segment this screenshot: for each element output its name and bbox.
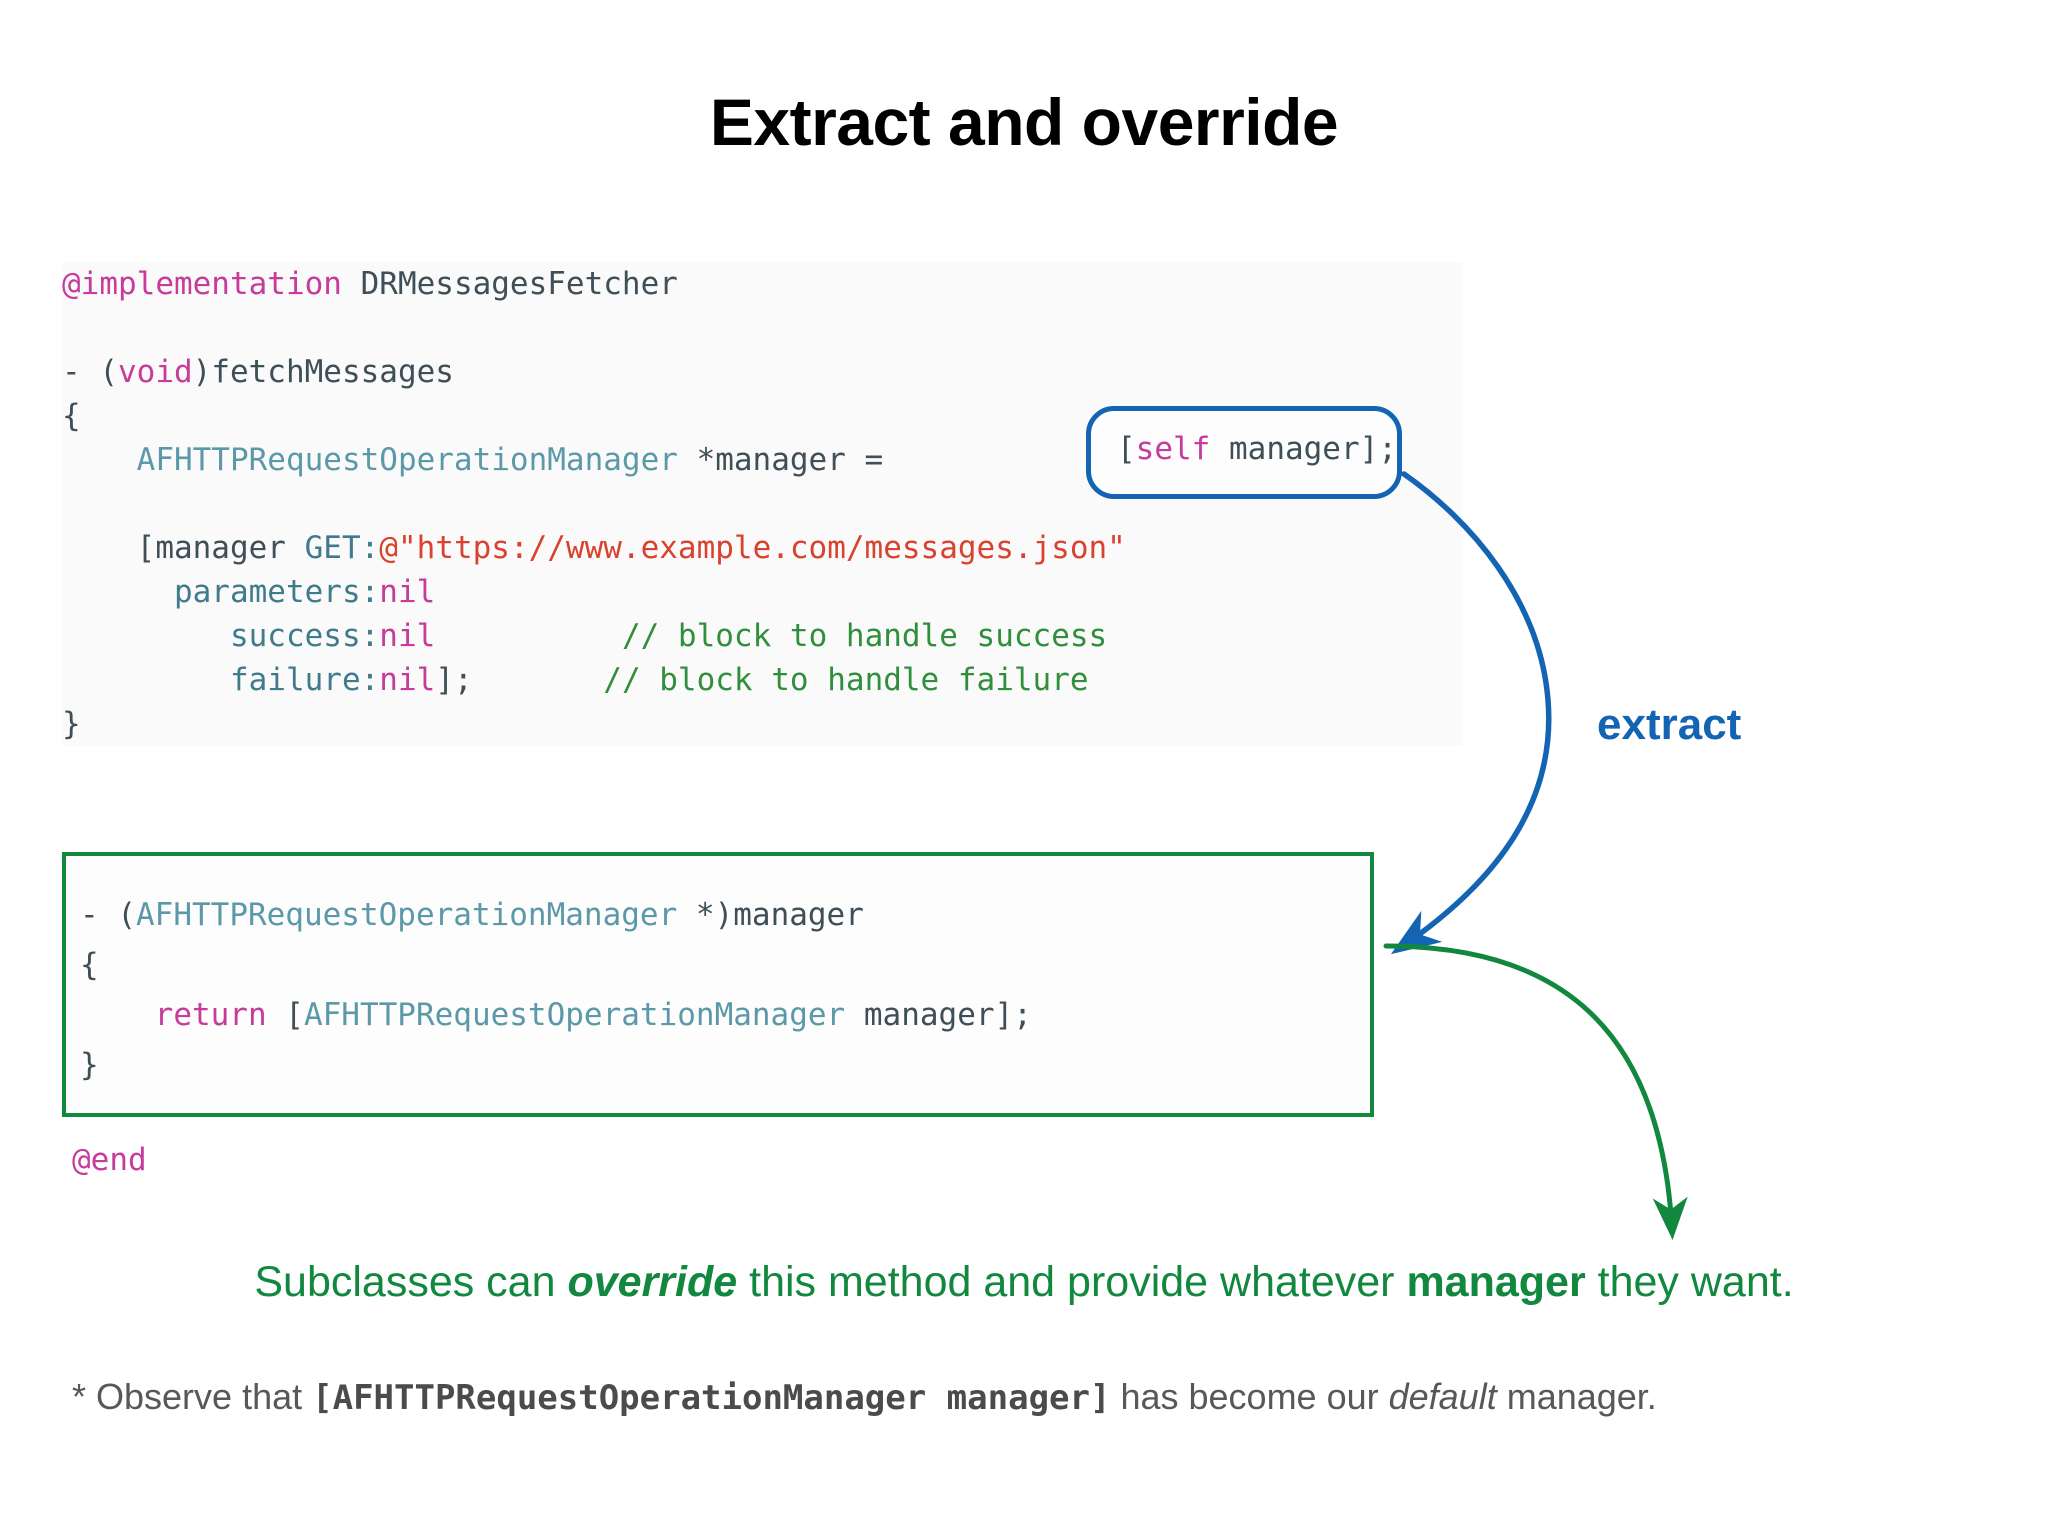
code-top-l2-token-1: void (118, 354, 193, 390)
code-bottom-line-3: } (80, 1040, 1360, 1090)
code-top-l6-token-0: [manager (62, 530, 305, 566)
code-bottom-l0-token-0: - ( (80, 897, 136, 933)
code-bottom-l2-token-2: [ (266, 997, 304, 1033)
blue-highlight-token-2: manager]; (1210, 431, 1397, 467)
code-top-l0-token-1: DRMessagesFetcher (360, 266, 678, 302)
code-top-l9-token-3: ]; (435, 662, 473, 698)
code-top-l2-token-0: - ( (62, 354, 118, 390)
code-top-line-10: } (62, 702, 1462, 746)
self-manager-highlight-box: [self manager]; (1086, 406, 1402, 499)
extract-annotation-label: extract (1597, 700, 1742, 749)
override-arrow-green (1383, 943, 1688, 1240)
code-top-l10-token-0: } (62, 706, 81, 742)
code-top-l8-token-3 (435, 618, 622, 654)
code-top-line-3: { (62, 394, 1462, 438)
page-title: Extract and override (709, 85, 1339, 159)
code-top-line-1 (62, 306, 1462, 350)
code-top-l4-token-1: AFHTTPRequestOperationManager (136, 442, 678, 478)
code-bottom-l2-token-1: return (154, 997, 267, 1033)
code-bottom-l2-token-0 (80, 997, 155, 1033)
caption-part-4: they want. (1585, 1258, 1794, 1306)
code-bottom-l1-token-0: { (80, 947, 99, 983)
code-top-l6-token-1: GET: (304, 530, 380, 566)
code-bottom-l2-token-4: manager]; (845, 997, 1032, 1033)
code-block-bottom: - (AFHTTPRequestOperationManager *)manag… (80, 890, 1360, 1090)
subclasses-caption: Subclasses can override this method and … (0, 1258, 2048, 1307)
code-top-l8-token-1: success: (229, 618, 380, 654)
code-bottom-l2-token-3: AFHTTPRequestOperationManager (303, 997, 846, 1033)
code-top-l8-token-2: nil (379, 618, 436, 654)
code-top-l9-token-1: failure: (229, 662, 380, 698)
footnote-text: * Observe that [AFHTTPRequestOperationMa… (72, 1376, 1657, 1418)
footnote-part-2: has become our (1110, 1376, 1389, 1417)
code-top-l7-token-2: nil (379, 574, 436, 610)
code-top-line-2: - (void)fetchMessages (62, 350, 1462, 394)
code-top-l7-token-0 (62, 574, 174, 610)
code-top-l4-token-2: *manager = (677, 442, 902, 478)
code-top-l8-token-4: // block to handle success (621, 618, 1108, 654)
code-block-top: @implementation DRMessagesFetcher - (void… (62, 262, 1462, 746)
code-bottom-l3-token-0: } (80, 1047, 99, 1083)
code-at-end: @end (72, 1142, 147, 1178)
self-manager-code: [self manager]; (1117, 431, 1397, 467)
code-bottom-l0-token-2: *)manager (677, 897, 864, 933)
code-top-l6-token-2: @"https://www.example.com/messages.json" (379, 530, 1126, 566)
caption-part-2: this method and provide whatever (737, 1258, 1407, 1306)
footnote-part-1: [AFHTTPRequestOperationManager manager] (312, 1378, 1111, 1418)
caption-part-3: manager (1406, 1258, 1586, 1306)
code-bottom-line-2: return [AFHTTPRequestOperationManager ma… (80, 990, 1360, 1040)
footnote-part-3: default (1388, 1376, 1497, 1417)
code-bottom-l0-token-1: AFHTTPRequestOperationManager (136, 897, 678, 933)
code-top-l8-token-0 (62, 618, 230, 654)
code-top-line-4: AFHTTPRequestOperationManager *manager = (62, 438, 1462, 482)
code-top-l7-token-1: parameters: (173, 574, 380, 610)
footnote-part-0: * Observe that (72, 1376, 313, 1417)
caption-part-0: Subclasses can (254, 1258, 568, 1306)
code-top-l3-token-0: { (62, 398, 81, 434)
code-top-line-9: failure:nil]; // block to handle failure (62, 658, 1462, 702)
code-top-l9-token-0 (62, 662, 230, 698)
code-top-l0-token-0: @implementation (62, 266, 361, 302)
caption-part-1: override (567, 1258, 738, 1306)
code-top-l2-token-2: )fetchMessages (192, 354, 454, 390)
code-top-l9-token-2: nil (379, 662, 436, 698)
code-top-l4-token-0 (62, 442, 137, 478)
code-top-line-7: parameters:nil (62, 570, 1462, 614)
code-top-line-0: @implementation DRMessagesFetcher (62, 262, 1462, 306)
code-top-line-8: success:nil // block to handle success (62, 614, 1462, 658)
code-top-line-6: [manager GET:@"https://www.example.com/m… (62, 526, 1462, 570)
footnote-part-4: manager. (1496, 1376, 1657, 1417)
blue-highlight-token-0: [ (1117, 431, 1136, 467)
code-bottom-line-1: { (80, 940, 1360, 990)
code-bottom-line-0: - (AFHTTPRequestOperationManager *)manag… (80, 890, 1360, 940)
code-top-l9-token-5: // block to handle failure (603, 662, 1089, 698)
code-top-l9-token-4 (473, 662, 604, 698)
blue-highlight-token-1: self (1135, 431, 1211, 467)
